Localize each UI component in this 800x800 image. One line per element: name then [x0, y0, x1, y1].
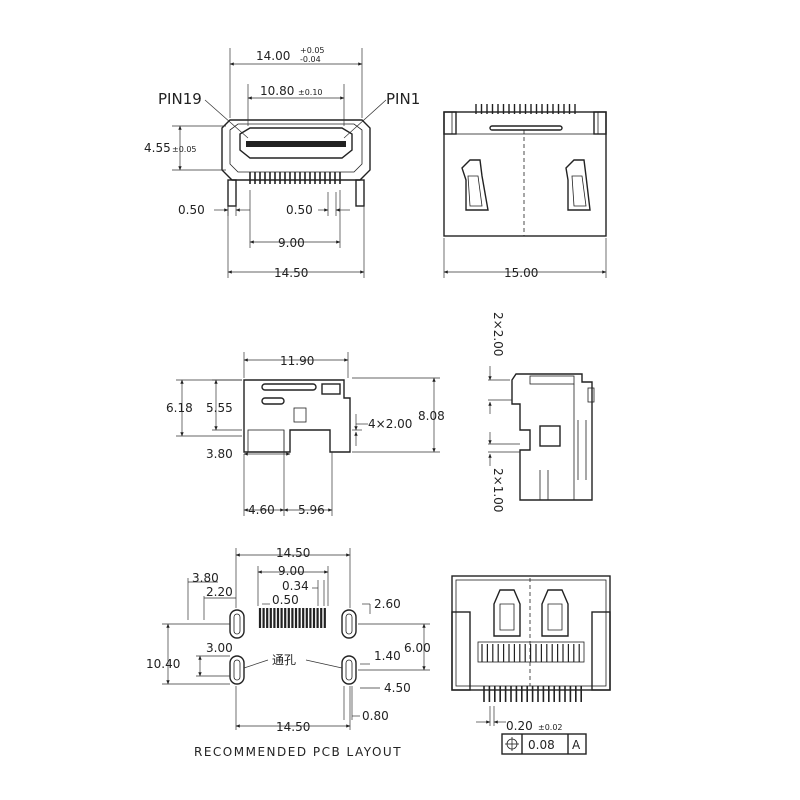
dim-8-08: 8.08	[418, 409, 445, 423]
dim-14-00: 14.00	[256, 49, 290, 63]
end-body-outline	[511, 373, 593, 501]
dim-pcb-10-40: 10.40	[146, 657, 180, 671]
pcb-layout: 14.50 9.00 0.34 0.50 3.80 2.20 2.60 6.00	[146, 546, 431, 759]
dim-5-96: 5.96	[298, 503, 325, 517]
side-slot-mid	[261, 397, 285, 405]
top-latch-left	[461, 159, 489, 211]
top-slot	[489, 125, 563, 131]
bottom-latch-left	[493, 589, 521, 637]
dim-10-80-tol: ±0.10	[298, 88, 323, 97]
dim-2x1-00: 2×1.00	[491, 468, 505, 512]
position-tolerance-icon	[505, 737, 519, 751]
top-left-tab	[443, 111, 457, 135]
top-view: 15.00	[443, 104, 607, 280]
pin19-label: PIN19	[158, 90, 202, 108]
dim-pcb-6-00: 6.00	[404, 641, 431, 655]
dim-pcb-14-50: 14.50	[276, 546, 310, 560]
dim-6-18: 6.18	[166, 401, 193, 415]
bottom-left-foot	[451, 611, 471, 691]
end-peg	[539, 425, 561, 447]
front-leg-right	[355, 179, 365, 207]
dim-3-80: 3.80	[206, 447, 233, 461]
dim-9-00: 9.00	[278, 236, 305, 250]
pcb-hole-bottom-left	[229, 655, 245, 685]
end-view: 2×2.00 2×1.00	[488, 312, 595, 512]
bottom-view: 0.20 ±0.02 0.08 A	[451, 575, 611, 755]
pcb-hole-top-right	[341, 609, 357, 639]
top-lead-row	[475, 104, 576, 114]
datum-reference: A	[572, 738, 581, 752]
dim-0-50-right: 0.50	[286, 203, 313, 217]
side-boss	[293, 407, 307, 423]
dim-0-50-left: 0.50	[178, 203, 205, 217]
front-lead-row	[249, 172, 341, 184]
side-latch-window	[321, 383, 341, 395]
top-latch-right	[565, 159, 591, 211]
dim-pcb-0-80: 0.80	[362, 709, 389, 723]
side-slot-top	[261, 383, 317, 391]
dim-pcb-2-20: 2.20	[206, 585, 233, 599]
bottom-contact-row	[481, 644, 580, 662]
dim-pcb-3-00: 3.00	[206, 641, 233, 655]
side-body-outline	[243, 379, 351, 453]
pcb-pad-row	[258, 608, 326, 628]
dim-15-00: 15.00	[504, 266, 538, 280]
front-port-cavity	[239, 127, 353, 159]
dim-pcb-0-34: 0.34	[282, 579, 309, 593]
pcb-hole-label: 通孔	[272, 653, 296, 667]
dim-14-50-front: 14.50	[274, 266, 308, 280]
dim-14-00-tol-minus: -0.04	[300, 55, 321, 64]
side-foot-left	[247, 429, 285, 453]
dim-10-80: 10.80	[260, 84, 294, 98]
pcb-hole-bottom-right	[341, 655, 357, 685]
dim-4x2-00: 4×2.00	[368, 417, 412, 431]
front-housing-inner	[229, 123, 363, 173]
pin1-label: PIN1	[386, 90, 420, 108]
bottom-right-foot	[591, 611, 611, 691]
feature-control-frame	[501, 733, 587, 755]
dim-2x2-00: 2×2.00	[491, 312, 505, 356]
tolerance-value: 0.08	[528, 738, 555, 752]
pcb-layout-caption: RECOMMENDED PCB LAYOUT	[194, 745, 402, 759]
front-leg-left	[227, 179, 237, 207]
dim-pcb-1-40: 1.40	[374, 649, 401, 663]
front-housing-outline	[221, 119, 371, 181]
dim-pcb-2-60: 2.60	[374, 597, 401, 611]
dim-bottom-0-20: 0.20	[506, 719, 533, 733]
bottom-lead-row	[483, 686, 583, 702]
dim-pcb-9-00: 9.00	[278, 564, 305, 578]
dim-4-55: 4.55	[144, 141, 171, 155]
dim-5-55: 5.55	[206, 401, 233, 415]
dim-pcb-3-80: 3.80	[192, 571, 219, 585]
dim-14-00-tol-plus: +0.05	[300, 46, 325, 55]
top-right-tab	[593, 111, 607, 135]
dim-11-90: 11.90	[280, 354, 314, 368]
dim-4-55-tol: ±0.05	[172, 145, 197, 154]
dim-bottom-0-20-tol: ±0.02	[538, 723, 563, 732]
bottom-body-outline	[451, 575, 611, 691]
dim-pcb-0-50: 0.50	[272, 593, 299, 607]
bottom-latch-right	[541, 589, 569, 637]
dim-pcb-bottom-14-50: 14.50	[276, 720, 310, 734]
front-contact-tongue	[246, 141, 346, 147]
dim-4-60: 4.60	[248, 503, 275, 517]
front-view: 14.00 +0.05 -0.04 PIN19 PIN1 10.80 ±0.10…	[144, 46, 420, 280]
side-view: 11.90 6.18 5.55 8.08 4×2.00 3.80 4.60 5.…	[166, 352, 445, 517]
dim-pcb-4-50: 4.50	[384, 681, 411, 695]
